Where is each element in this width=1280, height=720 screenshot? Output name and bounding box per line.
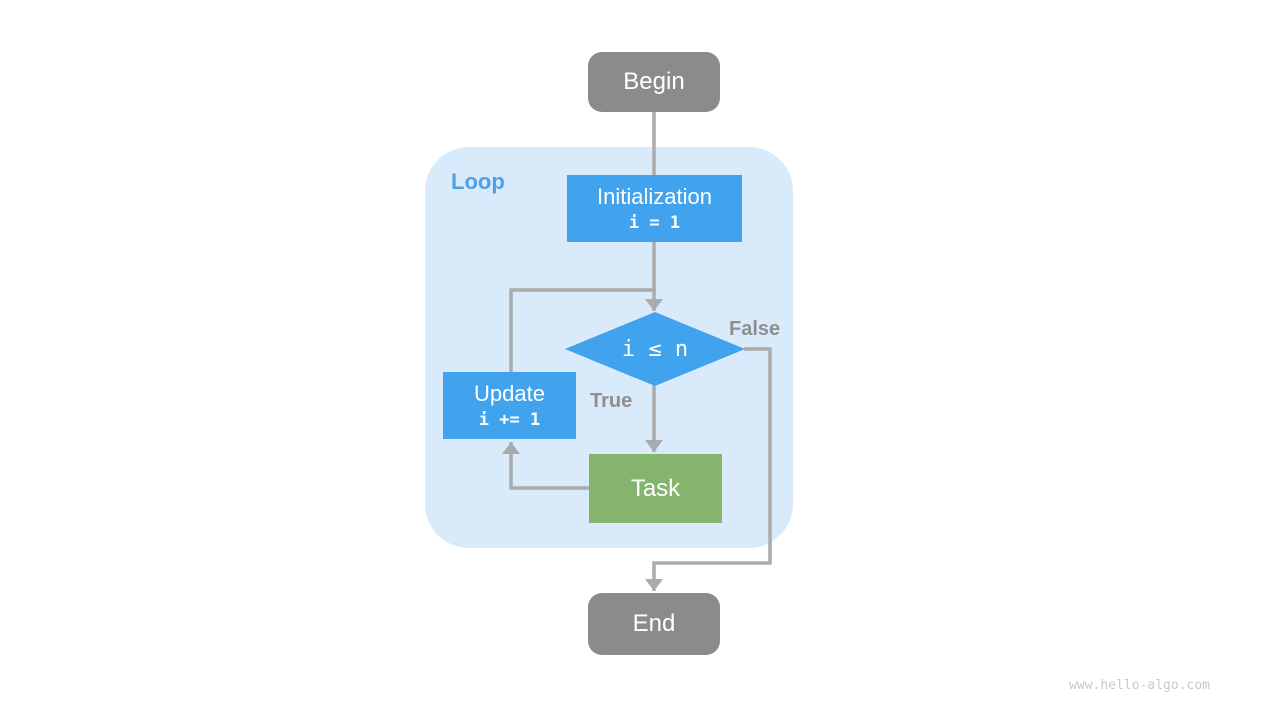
watermark-text: www.hello-algo.com — [1069, 678, 1210, 693]
loop-container-label: Loop — [451, 169, 505, 194]
branch-label-true: True — [590, 390, 633, 412]
node-begin-label: Begin — [623, 68, 685, 95]
node-initialization-code: i = 1 — [628, 213, 681, 233]
node-task: Task — [589, 454, 722, 523]
connector-update-to-condition — [509, 288, 656, 373]
connector-condition-false-to-end — [645, 347, 772, 591]
node-task-label: Task — [630, 474, 681, 502]
node-end-label: End — [632, 610, 676, 637]
connector-task-to-update — [502, 442, 590, 490]
node-update-label: Update — [474, 381, 545, 406]
node-condition-label: i ≤ n — [621, 336, 689, 362]
node-initialization: Initialization i = 1 — [567, 175, 742, 242]
node-update: Update i += 1 — [443, 372, 576, 439]
node-initialization-label: Initialization — [597, 184, 712, 209]
node-update-code: i += 1 — [478, 410, 541, 430]
branch-label-false: False — [729, 318, 781, 340]
node-end: End — [588, 593, 720, 655]
node-begin: Begin — [588, 52, 720, 112]
